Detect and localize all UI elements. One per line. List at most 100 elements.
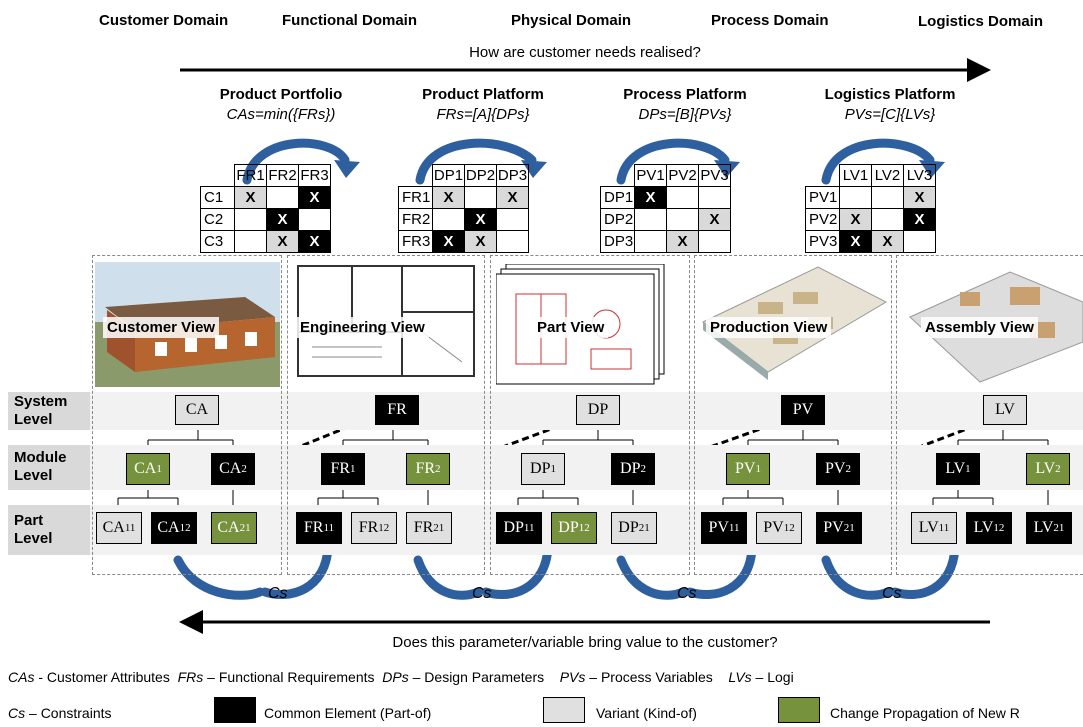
view-frame-assembly (896, 255, 1083, 575)
matrix-cell (464, 186, 497, 209)
domain-logistics: Logistics Domain (918, 13, 1044, 30)
platform-formula-4: PVs=[C]{LVs} (844, 106, 936, 123)
level-label-system: System Level (8, 392, 90, 430)
curve-arrow-4 (821, 138, 935, 185)
level-label-part: Part Level (8, 505, 90, 555)
platform-formula-2: FRs=[A]{DPs} (436, 106, 530, 123)
node-sub: 21 (433, 522, 445, 534)
view-frame-customer (92, 255, 282, 575)
matrix-row-header: C1 (200, 186, 235, 209)
matrix-col-header: LV3 (903, 164, 936, 187)
legend-change: Change Propagation of New R (830, 705, 1020, 721)
node-base: DP (620, 460, 641, 477)
platform-formula-3: DPs=[B]{PVs} (638, 106, 732, 123)
legend-swatch-change (778, 697, 820, 723)
node-sub: 11 (523, 522, 535, 534)
cs-label-1: Cs (268, 585, 288, 602)
cs-curve-7 (821, 555, 893, 600)
node-sub: 21 (638, 522, 650, 534)
cs-label-2: Cs (472, 585, 492, 602)
node-dp: DP (576, 395, 620, 425)
matrix-cell: X (432, 230, 465, 253)
matrix-col-header: LV1 (839, 164, 872, 187)
house-image (95, 262, 280, 387)
matrix-cell (496, 208, 529, 231)
cs-curve-2 (260, 543, 333, 599)
node-sub: 11 (323, 522, 335, 534)
matrix-row-header: FR1 (398, 186, 433, 209)
cs-curve-4 (481, 543, 553, 599)
matrix-row-header: PV1 (805, 186, 840, 209)
view-label-engineering: Engineering View (296, 317, 429, 338)
level-label-module: Module Level (8, 445, 90, 490)
node-lv: LV (983, 395, 1027, 425)
legend-line-1: CAs - Customer Attributes FRs – Function… (8, 669, 794, 685)
matrix-row-header: DP3 (600, 230, 635, 253)
legend-ca-key: CAs (8, 669, 35, 685)
matrix-cell: X (464, 208, 497, 231)
cs-curve-8 (890, 543, 960, 599)
legend-cs: Cs – Constraints (8, 705, 112, 721)
matrix-cell (432, 208, 465, 231)
node-base: FR (358, 519, 379, 536)
matrix-cell (903, 230, 936, 253)
platform-title-2: Product Platform (422, 86, 544, 103)
node-base: DP (558, 519, 579, 536)
matrix-row-header: PV3 (805, 230, 840, 253)
node-sub: 2 (435, 463, 441, 475)
node-base: LV (1033, 519, 1054, 536)
matrix-cell: X (839, 230, 872, 253)
matrix-cell (496, 230, 529, 253)
legend-variant: Variant (Kind-of) (596, 705, 697, 721)
matrix-cell: X (871, 230, 904, 253)
matrix-col-header: FR2 (266, 164, 299, 187)
cs-label-4: Cs (882, 585, 902, 602)
legend-fr-key: FRs (177, 669, 204, 685)
matrix-col-header: PV1 (634, 164, 667, 187)
legend-pv-text: – Process Variables (585, 669, 713, 685)
node-base: CA (217, 519, 240, 536)
node-fr: FR (375, 395, 419, 425)
legend-swatch-variant (543, 697, 585, 723)
matrix-cell: X (666, 230, 699, 253)
matrix-col-header: FR3 (298, 164, 331, 187)
node-base: LV (973, 519, 994, 536)
node-base: PV (825, 460, 846, 477)
node-sub: 12 (378, 522, 390, 534)
matrix-col-header: PV2 (666, 164, 699, 187)
node-base: PV (735, 460, 756, 477)
curve-arrow-3 (616, 138, 730, 185)
cs-curve-5 (616, 555, 688, 600)
matrix-cell: X (266, 230, 299, 253)
node-sub: 1 (350, 463, 356, 475)
matrix-cell: X (903, 186, 936, 209)
node-base: CA (219, 460, 242, 477)
matrix-cell (634, 208, 667, 231)
bottom-question: Does this parameter/variable bring value… (392, 634, 778, 651)
matrix-col-header: DP2 (464, 164, 497, 187)
matrix-cell (634, 230, 667, 253)
node-base: FR (330, 460, 351, 477)
domain-customer: Customer Domain (99, 12, 229, 29)
matrix-cell: X (432, 186, 465, 209)
legend-ca-text: - Customer Attributes (34, 669, 170, 685)
cs-label-3: Cs (677, 585, 697, 602)
domain-physical: Physical Domain (511, 12, 632, 29)
node-sub: 2 (640, 463, 646, 475)
matrix-cell: X (903, 208, 936, 231)
node-base: DP (530, 460, 551, 477)
